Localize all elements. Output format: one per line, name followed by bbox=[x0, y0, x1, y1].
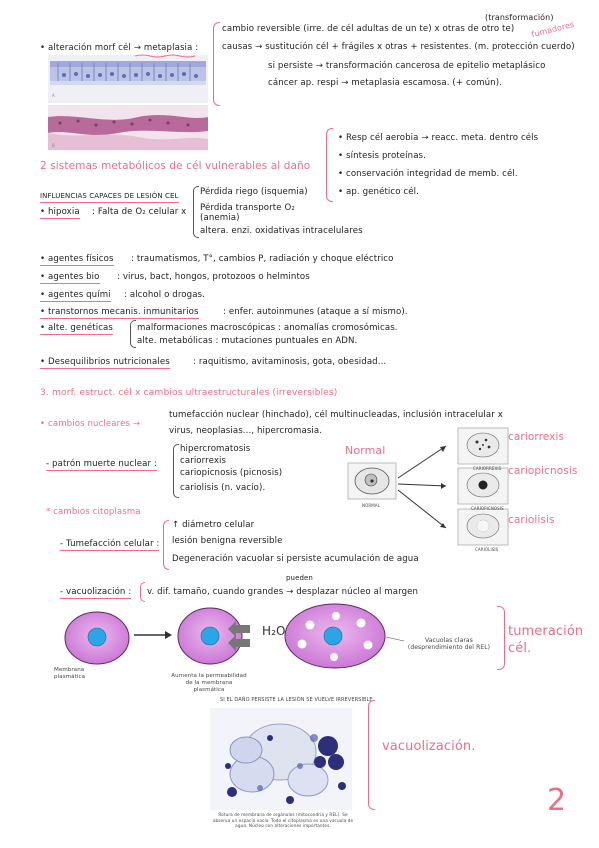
nutricionales-text: : raquitismo, avitaminosis, gota, obesid… bbox=[193, 357, 387, 367]
patron-1: hipercromatosis bbox=[180, 444, 251, 454]
svg-text:A: A bbox=[52, 93, 55, 98]
metaplasia-line-4: cáncer ap. respi → metaplasia escamosa. … bbox=[268, 78, 502, 88]
hipoxia-4: altera. enzi. oxidativas intracelulares bbox=[200, 226, 363, 236]
page-number: 2 bbox=[547, 783, 567, 818]
svg-text:B: B bbox=[52, 143, 55, 148]
hipoxia-1: Pérdida riego (isquemia) bbox=[200, 187, 308, 197]
s2-item-1: • Resp cél aerobia → reacc. meta. dentro… bbox=[338, 133, 539, 143]
tumefaccion-1: ↑ diámetro celular bbox=[172, 520, 255, 530]
geneticas-brace bbox=[130, 320, 136, 348]
cariolisis-label: cariolisis bbox=[508, 514, 555, 526]
alte-geneticas-label: • alte. genéticas bbox=[40, 323, 113, 335]
cariorrexis-label: cariorrexis bbox=[508, 431, 565, 443]
metaplasia-brace bbox=[213, 22, 220, 106]
metaplasia-line-1: cambio reversible (irre. de cél adultas … bbox=[222, 24, 515, 34]
s2-item-4: • ap. genético cél. bbox=[338, 187, 419, 197]
cambios-nucleares-label: • cambios nucleares → bbox=[40, 419, 141, 429]
fig-normal-caption: NORMAL bbox=[362, 503, 380, 508]
patron-2: cariorrexis bbox=[180, 456, 227, 466]
tumeracion-side-label: tumeración cél. bbox=[508, 624, 584, 656]
s2-item-2: • síntesis proteínas. bbox=[338, 151, 426, 161]
membrana-caption: Membrana plasmática bbox=[54, 667, 86, 680]
nutricionales-label: • Desequilibrios nutricionales bbox=[40, 357, 170, 369]
influencias-title: influencias capaces de lesión cel bbox=[40, 191, 179, 203]
tumefaccion-side-brace bbox=[497, 606, 505, 670]
section-2-title: 2 sistemas metabólicos de cél vulnerable… bbox=[40, 160, 311, 172]
patron-brace bbox=[173, 444, 179, 498]
vacuolizacion-side-brace bbox=[368, 700, 375, 810]
hipoxia-text: : Falta de O₂ celular x bbox=[92, 207, 187, 217]
patron-3: cariopicnosis (picnosis) bbox=[180, 468, 283, 478]
hipoxia-label: • hipoxia bbox=[40, 207, 80, 219]
vacuolization-micrograph bbox=[210, 708, 352, 810]
irreversible-caption: SI EL DAÑO PERSISTE LA LESIÓN SE VUELVE … bbox=[220, 697, 373, 703]
cariopicnosis-label: cariopicnosis bbox=[508, 465, 578, 477]
aumenta-caption: Aumenta la permeabilidad de la membrana … bbox=[171, 673, 247, 693]
patron-muerte-label: - patrón muerte nuclear : bbox=[46, 459, 157, 471]
metaplasia-line-3: si persiste → transformación cancerosa d… bbox=[268, 61, 546, 71]
geneticas-2: alte. metabólicas : mutaciones puntuales… bbox=[137, 336, 358, 346]
tumefaccion-brace bbox=[163, 520, 169, 570]
agentes-bio-label: • agentes bio bbox=[40, 272, 100, 284]
fig-pic-caption: CARIOPICNOSIS bbox=[471, 506, 504, 511]
metaplasia-line-2: causas → sustitución cél + frágiles x ot… bbox=[222, 42, 575, 52]
normal-label: Normal bbox=[345, 444, 386, 457]
vacuolas-caption: Vacuolas claras (desprendimiento del REL… bbox=[407, 637, 491, 651]
nucleus-diagram bbox=[347, 427, 509, 546]
tumefaccion-label: - Tumefacción celular : bbox=[60, 539, 160, 551]
hipoxia-3: (anemia) bbox=[200, 213, 240, 223]
hipoxia-2: Pérdida transporte O₂ bbox=[200, 203, 295, 213]
section-2-brace bbox=[326, 128, 333, 202]
agentes-fisicos-text: : traumatismos, T°, cambios P, radiación… bbox=[131, 254, 394, 264]
nucleares-1: tumefacción nuclear (hinchado), cél mult… bbox=[169, 410, 503, 420]
tumefaccion-2: lesión benigna reversible bbox=[172, 536, 283, 546]
metaplasia-epithelium-image: A bbox=[48, 55, 208, 103]
vacuolizacion-text: v. dif. tamaño, cuando grandes → desplaz… bbox=[147, 587, 419, 597]
h2o-label: H₂O bbox=[262, 624, 286, 638]
agentes-quimi-label: • agentes quími bbox=[40, 290, 111, 302]
fig-lis-caption: CARIOLISIS bbox=[475, 547, 499, 552]
metaplasia-underline bbox=[134, 54, 196, 58]
metaplasia-tissue-image: B bbox=[48, 105, 208, 150]
agentes-quimi-text: : alcohol o drogas. bbox=[124, 290, 205, 300]
s2-item-3: • conservación integridad de memb. cél. bbox=[338, 169, 518, 179]
vacuolizacion-label: - vacuolización : bbox=[60, 587, 132, 599]
vacuolizacion-brace bbox=[140, 582, 145, 602]
cambios-citoplasma-label: * cambios citoplasma bbox=[46, 507, 141, 517]
section-3-title: 3. morf. estruct. cél x cambios ultraest… bbox=[40, 387, 338, 398]
nucleares-2: virus, neoplasias..., hipercromasia. bbox=[169, 426, 323, 436]
micrograph-caption: Rotura de membrana de orgánulos (mitocon… bbox=[212, 812, 354, 828]
trastornos-label: • transtornos mecanis. inmunitarios bbox=[40, 307, 199, 319]
fig-rex-caption: CARIORREXIS bbox=[473, 466, 502, 471]
hipoxia-brace bbox=[193, 186, 199, 238]
geneticas-1: malformaciones macroscópicas : anomalías… bbox=[137, 323, 398, 333]
trastornos-text: : enfer. autoinmunes (ataque a sí mismo)… bbox=[223, 307, 408, 317]
vacuolizacion-side-label: vacuolización. bbox=[382, 739, 476, 754]
note-transformacion: (transformación) bbox=[485, 13, 554, 22]
agentes-bio-text: : virus, bact, hongos, protozoos o helmi… bbox=[117, 272, 310, 282]
pueden-note: pueden bbox=[286, 574, 313, 582]
patron-4: cariolisis (n. vacío). bbox=[180, 483, 266, 493]
cell-swelling-diagram bbox=[64, 603, 405, 669]
metaplasia-label: • alteración morf cél → metaplasia : bbox=[40, 43, 199, 53]
agentes-fisicos-label: • agentes físicos bbox=[40, 254, 114, 266]
tumefaccion-3: Degeneración vacuolar si persiste acumul… bbox=[172, 554, 419, 564]
